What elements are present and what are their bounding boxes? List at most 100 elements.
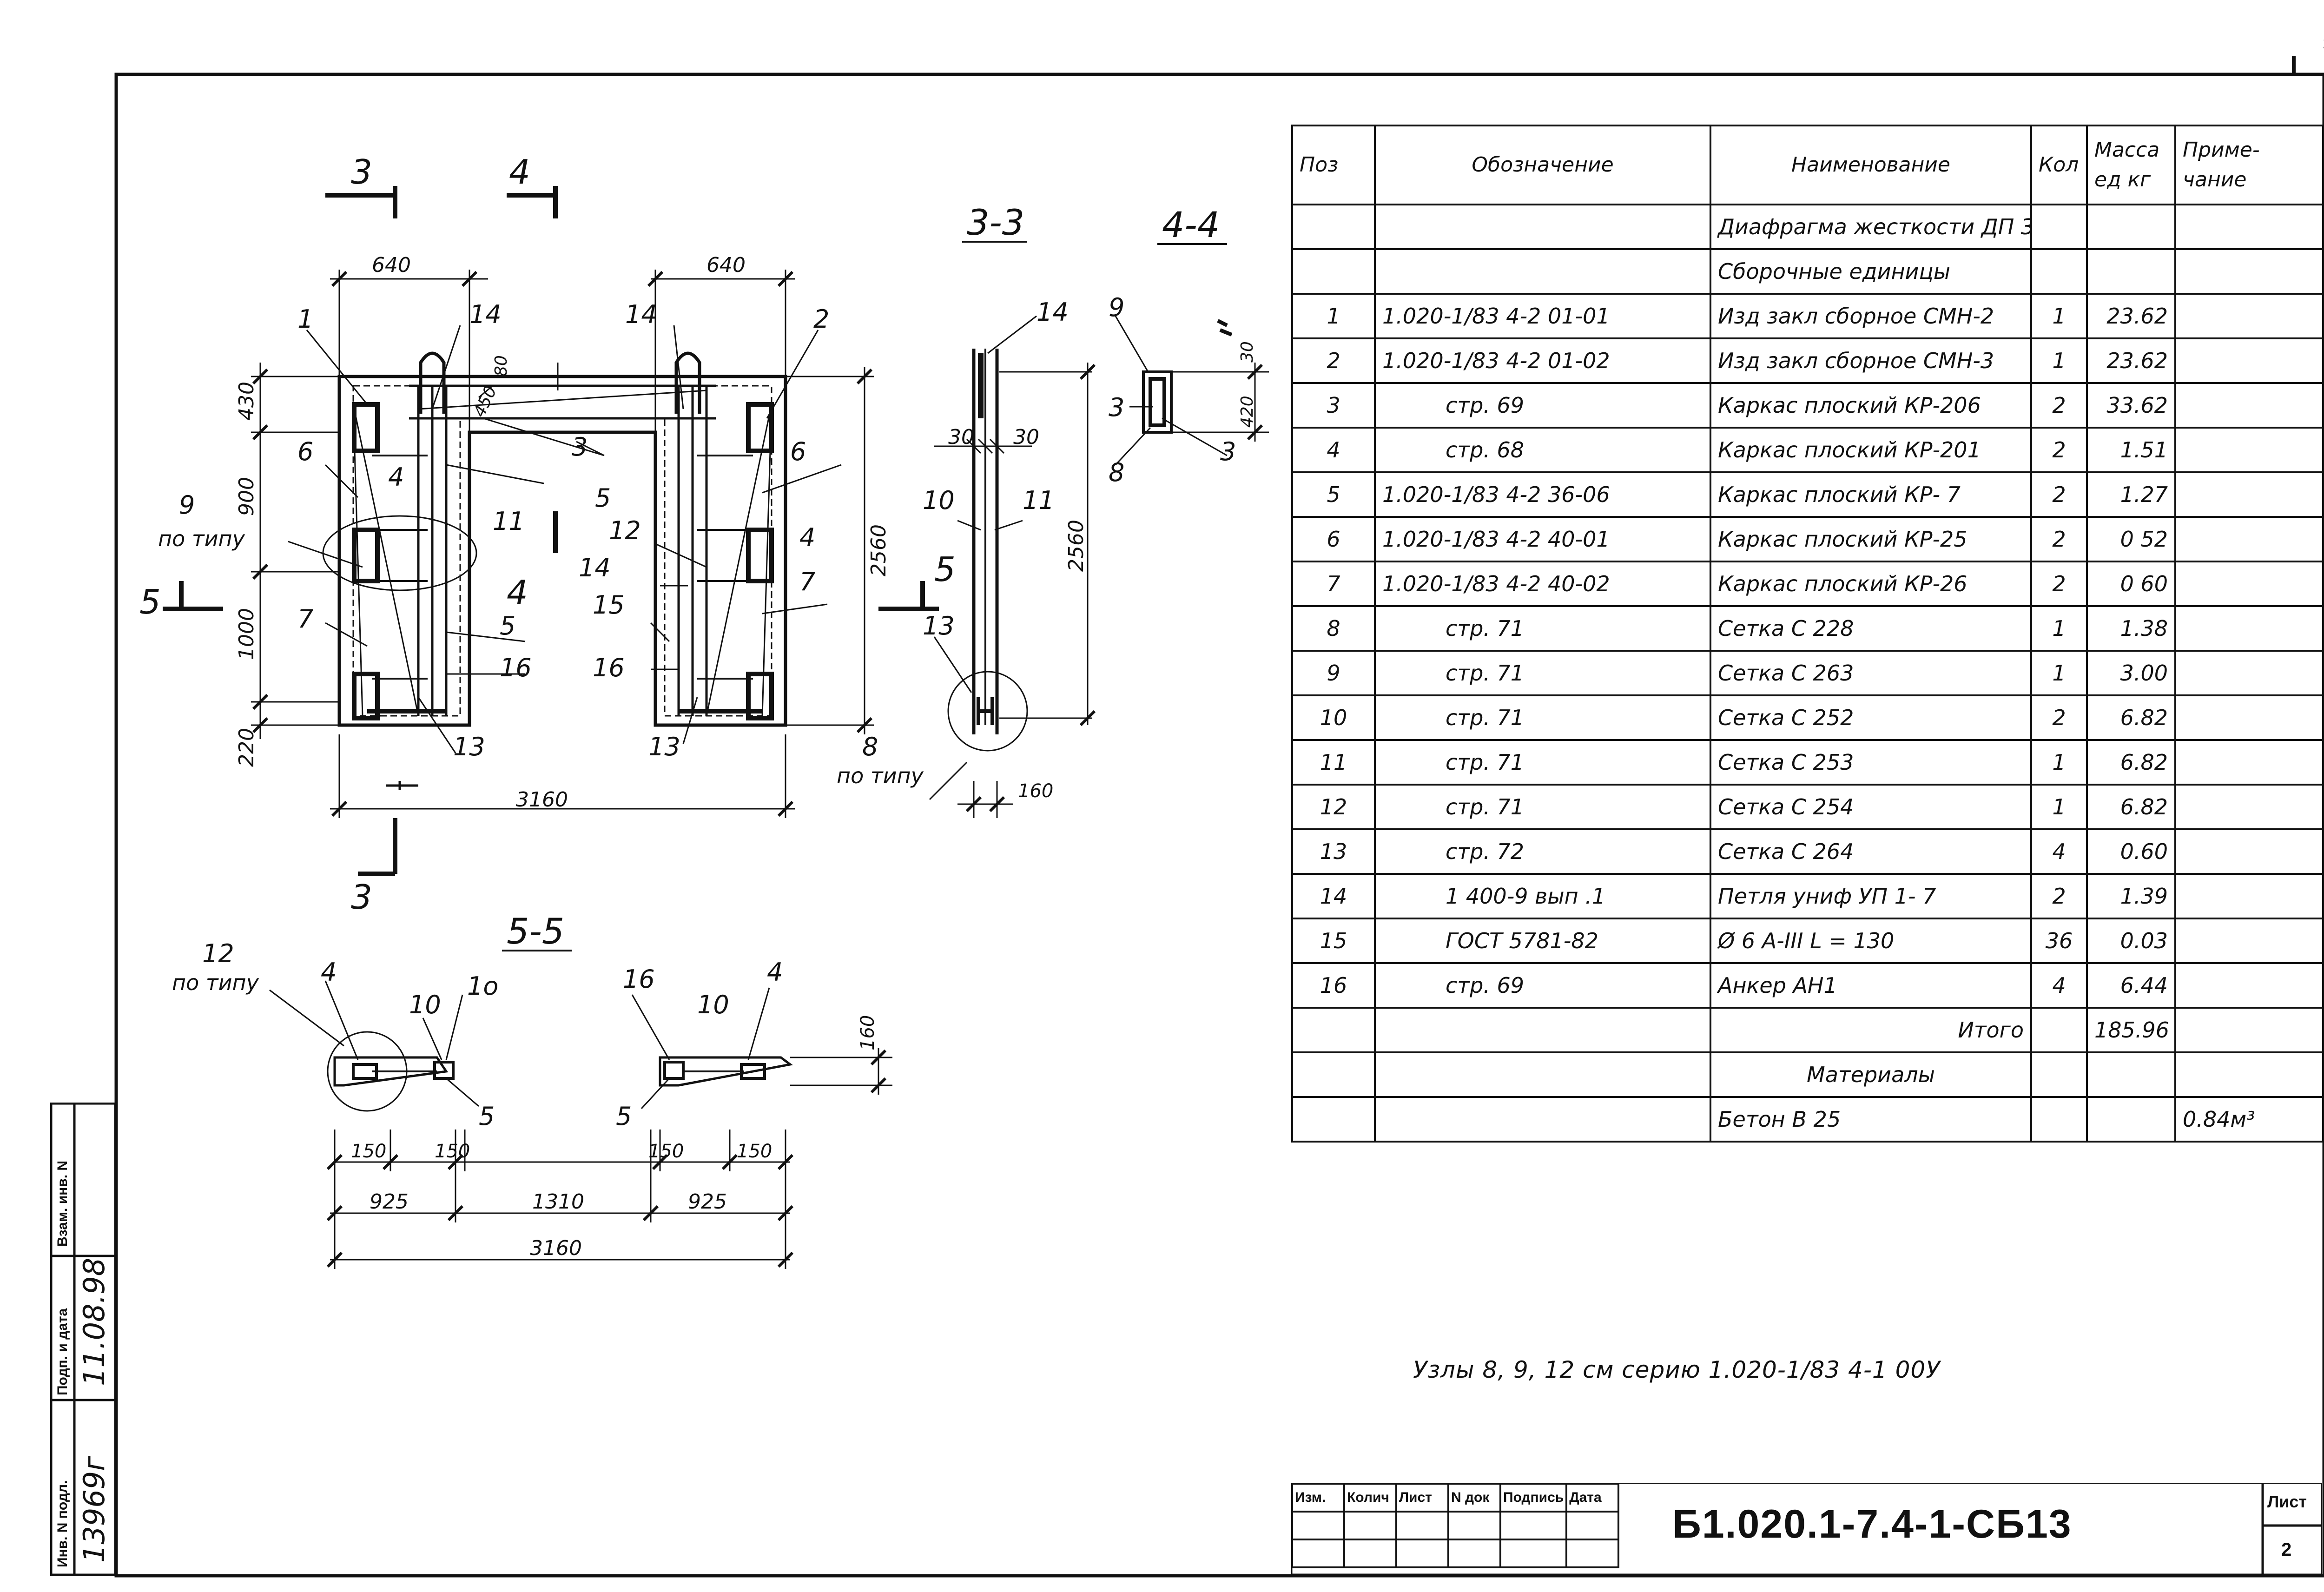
spec-cell-note xyxy=(2174,650,2324,696)
stamp-label-vzam: Взам. инв. N xyxy=(55,1160,70,1247)
dim-160-section55: 160 xyxy=(857,1015,878,1050)
spec-cell-pos: 16 xyxy=(1291,962,1376,1009)
callout-14-section33: 14 xyxy=(1037,297,1069,327)
spec-cell-name: Изд закл сборное СМН-3 xyxy=(1710,337,2032,384)
spec-cell-note: 0.84м³ xyxy=(2174,1096,2324,1143)
cut-4-mid: 4 xyxy=(507,573,528,612)
spec-cell-pos xyxy=(1291,204,1376,250)
callout-12-front: 12 xyxy=(609,516,641,545)
po-tipu-9: по типу xyxy=(158,526,245,551)
callout-14-mid: 14 xyxy=(579,553,611,582)
notes-text: Узлы 8, 9, 12 см серию 1.020-1/83 4-1 00… xyxy=(1413,1356,1941,1383)
spec-cell-pos: 1 xyxy=(1291,293,1376,339)
spec-cell-note xyxy=(2174,962,2324,1009)
callout-11-section33: 11 xyxy=(1023,486,1055,515)
callout-2: 2 xyxy=(813,304,829,334)
page-number: 35 xyxy=(2323,33,2324,56)
spec-cell-mass: 0.03 xyxy=(2086,918,2176,964)
title-block: Изм. Колич Лист N док Подпись Дата Б1.02… xyxy=(1291,1483,2322,1575)
spec-cell-name: Сетка С 254 xyxy=(1710,784,2032,830)
spec-cell-designation: 1.020-1/83 4-2 40-01 xyxy=(1374,516,1711,562)
spec-cell-name: Каркас плоский КР-26 xyxy=(1710,561,2032,607)
spec-cell-designation xyxy=(1374,1096,1711,1143)
dim-1000: 1000 xyxy=(235,608,258,660)
section-3-3-label: 3-3 xyxy=(967,202,1024,243)
dim-30-section44: 30 xyxy=(1238,341,1257,363)
spec-cell-designation: стр. 71 xyxy=(1374,650,1711,696)
spec-cell-designation: 1.020-1/83 4-2 36-06 xyxy=(1374,471,1711,518)
dim-430: 430 xyxy=(235,382,258,421)
spec-cell-pos: 5 xyxy=(1291,471,1376,518)
spec-cell-note xyxy=(2174,605,2324,652)
spec-cell-pos: 10 xyxy=(1291,694,1376,741)
spec-cell-designation: стр. 72 xyxy=(1374,828,1711,875)
spec-cell-note xyxy=(2174,694,2324,741)
callout-5-section55-left: 5 xyxy=(479,1102,495,1131)
spec-cell-qty: 1 xyxy=(2030,337,2088,384)
spec-cell-pos: 4 xyxy=(1291,427,1376,473)
rev-col-data: Дата xyxy=(1565,1483,1620,1513)
spec-cell-qty: 1 xyxy=(2030,739,2088,786)
spec-cell-designation: 1.020-1/83 4-2 01-02 xyxy=(1374,337,1711,384)
dim-150-b: 150 xyxy=(435,1141,470,1162)
header-note: Приме-чание xyxy=(2174,125,2324,205)
callout-7-right: 7 xyxy=(799,567,815,596)
section-4-4 xyxy=(1115,316,1269,466)
spec-cell-qty: 1 xyxy=(2030,293,2088,339)
dim-30-left: 30 xyxy=(948,425,974,449)
dim-640-right: 640 xyxy=(706,253,746,277)
spec-cell-qty: 2 xyxy=(2030,427,2088,473)
callout-10-section33: 10 xyxy=(923,486,955,515)
spec-cell-name: Сетка С 264 xyxy=(1710,828,2032,875)
spec-cell-qty: 2 xyxy=(2030,873,2088,919)
rev-col-ndok: N док xyxy=(1447,1483,1501,1513)
cut-marks xyxy=(163,186,939,876)
spec-cell-qty: 4 xyxy=(2030,962,2088,1009)
spec-cell-mass xyxy=(2086,1051,2176,1098)
spec-cell-mass: 3.00 xyxy=(2086,650,2176,696)
callout-6-left: 6 xyxy=(297,437,313,466)
spec-cell-designation xyxy=(1374,1007,1711,1053)
cut-4-top: 4 xyxy=(509,152,530,192)
spec-cell-mass: 33.62 xyxy=(2086,382,2176,429)
cut-3-bottom: 3 xyxy=(351,878,372,917)
callout-10-section55-left: 10 xyxy=(409,990,441,1019)
callout-4-right: 4 xyxy=(799,523,815,552)
spec-cell-name: Изд закл сборное СМН-2 xyxy=(1710,293,2032,339)
spec-cell-qty: 1 xyxy=(2030,650,2088,696)
callout-4-section55-left: 4 xyxy=(321,958,337,987)
callout-8: 8 xyxy=(862,732,878,761)
spec-cell-name: Каркас плоский КР-201 xyxy=(1710,427,2032,473)
spec-cell-pos: 7 xyxy=(1291,561,1376,607)
spec-cell-name: Материалы xyxy=(1710,1051,2032,1098)
spec-cell-pos xyxy=(1291,248,1376,295)
spec-cell-qty: 2 xyxy=(2030,471,2088,518)
spec-cell-name: Анкер АН1 xyxy=(1710,962,2032,1009)
spec-cell-mass: 0 60 xyxy=(2086,561,2176,607)
spec-cell-name: Сетка С 253 xyxy=(1710,739,2032,786)
callout-8-section44: 8 xyxy=(1109,458,1124,487)
header-qty: Кол xyxy=(2030,125,2088,205)
spec-row: Материалы xyxy=(1291,1051,2324,1098)
spec-cell-pos: 3 xyxy=(1291,382,1376,429)
callout-6-right: 6 xyxy=(790,437,806,466)
spec-cell-note xyxy=(2174,471,2324,518)
dim-1310: 1310 xyxy=(532,1190,584,1214)
spec-cell-note xyxy=(2174,739,2324,786)
spec-cell-note xyxy=(2174,248,2324,295)
spec-cell-designation xyxy=(1374,248,1711,295)
spec-cell-mass xyxy=(2086,1096,2176,1143)
cut-5-left: 5 xyxy=(139,582,161,621)
spec-cell-mass: 0.60 xyxy=(2086,828,2176,875)
spec-cell-designation: стр. 71 xyxy=(1374,739,1711,786)
spec-cell-qty: 2 xyxy=(2030,694,2088,741)
spec-cell-mass: 185.96 xyxy=(2086,1007,2176,1053)
spec-cell-pos xyxy=(1291,1096,1376,1143)
callout-3-section44-left: 3 xyxy=(1109,393,1124,422)
